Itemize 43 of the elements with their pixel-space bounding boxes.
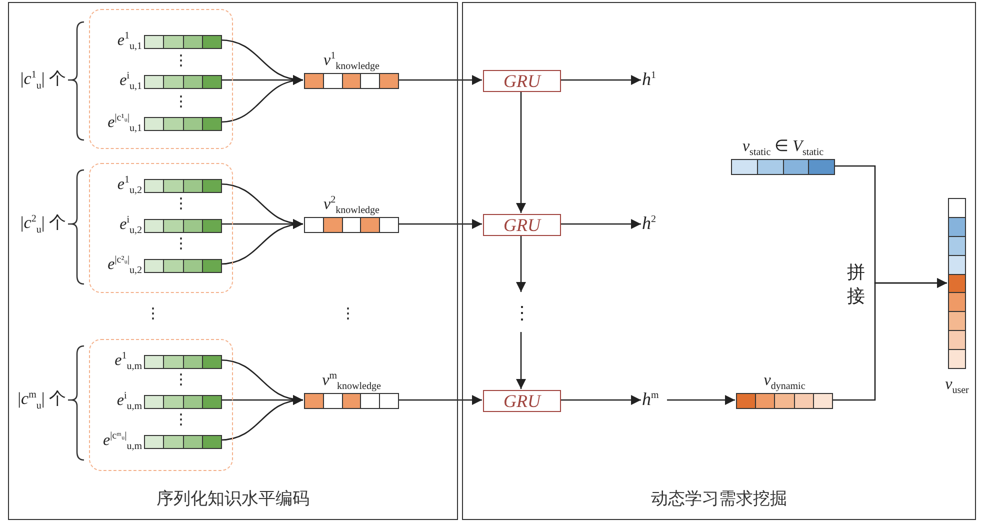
panel-frame xyxy=(8,2,458,520)
gru-box: GRU xyxy=(483,390,561,412)
dashed-group-frame xyxy=(89,9,233,149)
arrow xyxy=(220,220,304,265)
arrow xyxy=(560,75,641,85)
gru-box: GRU xyxy=(483,70,561,92)
ellipsis: ⋮ xyxy=(174,411,188,429)
output-label: h$^{2}$ xyxy=(642,213,668,237)
count-label: |c$^{1}$$_{u}$| 个 xyxy=(19,69,66,90)
operation-label: 拼接 xyxy=(847,261,865,308)
ellipsis: ⋮ xyxy=(174,235,188,253)
panel-frame xyxy=(462,2,976,520)
panel-title: 序列化知识水平编码 xyxy=(156,488,310,510)
vector-label: v$_{dynamic}$ xyxy=(762,371,806,390)
arrow xyxy=(667,395,735,405)
arrow xyxy=(516,332,526,389)
output-label: h$^{1}$ xyxy=(642,69,668,93)
arrow xyxy=(398,395,482,405)
count-label: |c$^{2}$$_{u}$| 个 xyxy=(19,213,66,234)
arrow xyxy=(516,235,526,292)
output-label: h$^{m}$ xyxy=(642,389,668,413)
arrow xyxy=(560,395,641,405)
ellipsis: ⋮ xyxy=(174,52,188,70)
arrow xyxy=(832,278,947,401)
ellipsis: ⋮ xyxy=(174,371,188,389)
arrow xyxy=(560,219,641,229)
ellipsis: ⋮ xyxy=(340,305,356,323)
ellipsis: ⋮ xyxy=(146,305,160,323)
ellipsis: ⋮ xyxy=(174,93,188,111)
arrow xyxy=(398,75,482,85)
dashed-group-frame xyxy=(89,163,233,293)
dashed-group-frame xyxy=(89,339,233,471)
arrow xyxy=(398,219,482,229)
count-label: |c$^{m}$$_{u}$| 个 xyxy=(16,389,66,410)
ellipsis: ⋮ xyxy=(174,195,188,213)
arrow xyxy=(220,76,304,123)
arrow xyxy=(516,91,526,213)
arrow xyxy=(220,396,304,441)
ellipsis: ⋮ xyxy=(512,293,532,333)
vector-label: v$_{static}$ ∈ V$_{static}$ xyxy=(741,137,825,156)
gru-box: GRU xyxy=(483,214,561,236)
panel-title: 动态学习需求挖掘 xyxy=(650,488,788,510)
vector-label: v$_{user}$ xyxy=(945,375,969,394)
